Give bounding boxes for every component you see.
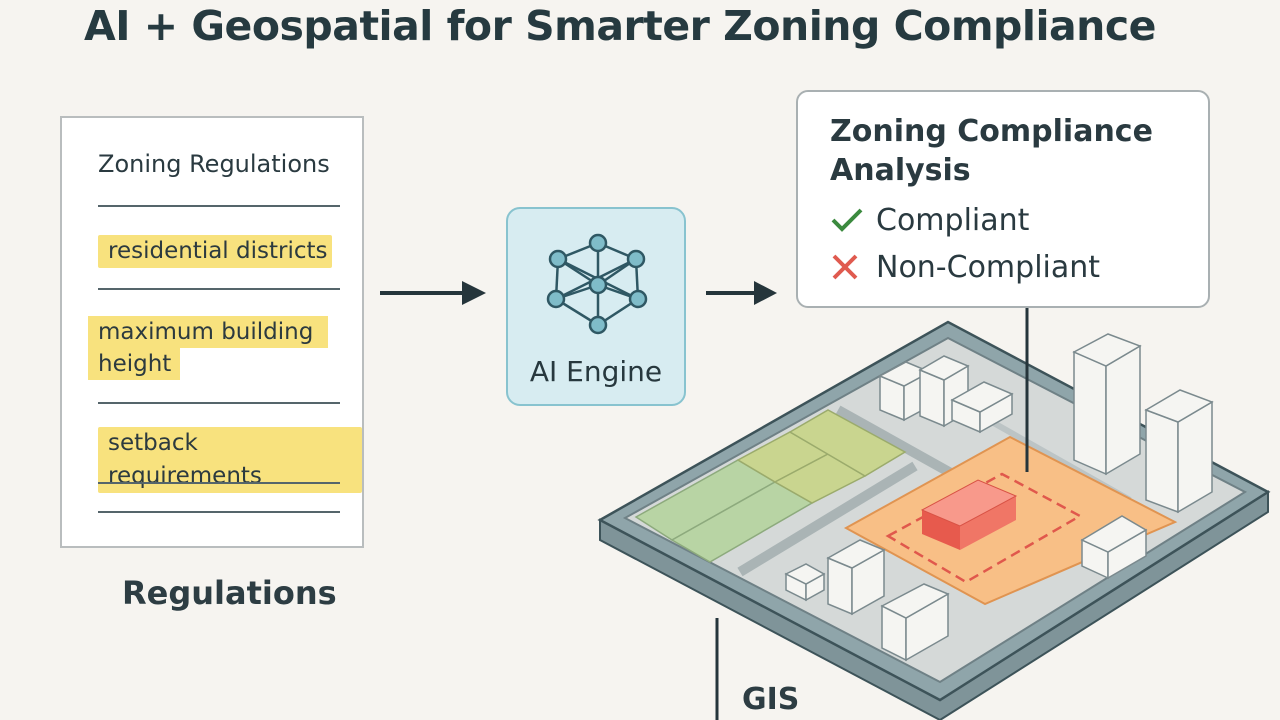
text-line: [98, 482, 340, 484]
highlight-line-1: maximum building: [88, 316, 328, 348]
compliant-row: Compliant: [830, 202, 1029, 238]
text-line: [98, 205, 340, 207]
gis-map: [597, 308, 1271, 720]
analysis-result-box: Zoning Compliance Analysis Compliant Non…: [796, 90, 1210, 308]
document-heading: Zoning Regulations: [98, 150, 330, 178]
cross-icon: [830, 249, 876, 285]
analysis-title: Zoning Compliance Analysis: [830, 112, 1170, 190]
ai-engine-label: AI Engine: [529, 355, 663, 388]
green-zone-parcels: [634, 409, 907, 563]
arrow-regulations-to-ai: [380, 281, 486, 305]
highlight-maximum-building-height: maximum building height: [88, 316, 328, 380]
analysis-title-line1: Zoning Compliance: [830, 114, 1153, 149]
page-title: AI + Geospatial for Smarter Zoning Compl…: [84, 2, 1156, 50]
text-line: [98, 511, 340, 513]
white-buildings: [784, 333, 1214, 662]
non-compliant-row: Non-Compliant: [830, 249, 1100, 285]
neural-network-icon: [546, 233, 648, 335]
text-line: [98, 288, 340, 290]
highlight-line-2: height: [88, 348, 180, 380]
ai-engine-box: AI Engine: [506, 207, 686, 406]
highlight-residential-districts: residential districts: [98, 235, 332, 268]
check-icon: [830, 202, 876, 238]
analysis-title-line2: Analysis: [830, 153, 971, 188]
regulations-document: Zoning Regulations residential districts…: [60, 116, 364, 548]
non-compliant-building: [920, 479, 1018, 550]
gis-caption: GIS: [742, 682, 800, 717]
regulations-caption: Regulations: [122, 574, 337, 612]
non-compliant-label: Non-Compliant: [876, 250, 1101, 285]
arrow-ai-to-analysis: [706, 281, 777, 305]
compliant-label: Compliant: [876, 203, 1030, 238]
text-line: [98, 402, 340, 404]
